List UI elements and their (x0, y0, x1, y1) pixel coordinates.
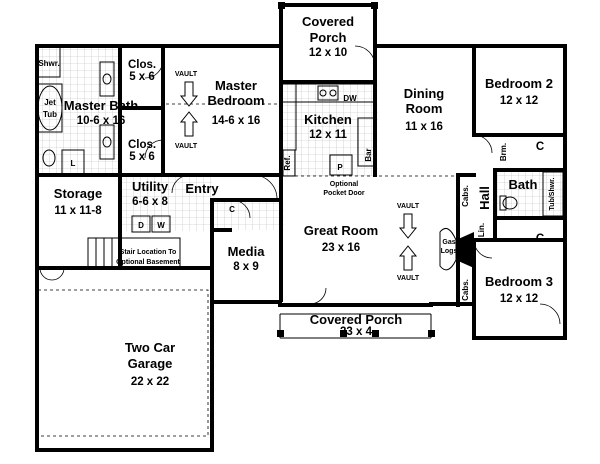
svg-text:Two Car: Two Car (125, 340, 175, 355)
svg-text:VAULT: VAULT (397, 203, 420, 210)
exterior-walls (35, 3, 567, 452)
gas-logs-label-line1: Gas (442, 239, 455, 246)
stair-note: Stair Location To Optional Basement (116, 249, 180, 266)
svg-text:12 x 12: 12 x 12 (500, 293, 538, 305)
svg-text:11 x 11-8: 11 x 11-8 (54, 205, 102, 217)
closet-top-label: Clos. 5 x 6 (128, 59, 156, 83)
svg-text:P: P (337, 163, 343, 172)
svg-text:Garage: Garage (128, 356, 173, 371)
svg-text:VAULT: VAULT (175, 71, 198, 78)
bedroom-3-closet-label: C (536, 233, 544, 245)
linen-closet-label: Lin. (477, 223, 486, 237)
svg-text:DW: DW (343, 94, 357, 103)
utility-label: Utility 6-6 x 8 D W (132, 179, 169, 230)
kitchen-counters (281, 83, 375, 177)
svg-text:Media: Media (228, 244, 266, 259)
svg-text:12 x 11: 12 x 11 (309, 129, 347, 141)
bath-fixtures (499, 171, 564, 217)
svg-text:Covered Porch: Covered Porch (310, 312, 403, 327)
laundry-appliances (131, 215, 171, 233)
svg-text:W: W (157, 221, 165, 230)
entry-label: Entry (185, 181, 219, 196)
svg-text:Master Bath: Master Bath (64, 98, 138, 113)
entry-closet-label: C (229, 205, 235, 214)
svg-text:Room: Room (406, 101, 443, 116)
svg-text:Clos.: Clos. (128, 139, 156, 151)
svg-text:22 x 22: 22 x 22 (131, 376, 169, 388)
garage-label: Two Car Garage 22 x 22 (125, 340, 175, 388)
fireplace (439, 227, 474, 271)
pocket-door-note: Optional Pocket Door (323, 181, 365, 197)
svg-text:6-6 x 8: 6-6 x 8 (132, 196, 168, 208)
closet-bottom-label: Clos. 5 x 6 (128, 139, 156, 163)
cabinets-label-bottom: Cabs. (461, 279, 470, 301)
hall-label: Hall (477, 186, 492, 210)
svg-text:Covered: Covered (302, 14, 354, 29)
tile-floors (37, 46, 562, 231)
bath-label: Bath (509, 177, 538, 192)
svg-text:Dining: Dining (404, 86, 444, 101)
svg-text:Bar: Bar (364, 148, 373, 161)
svg-text:23 x 16: 23 x 16 (322, 242, 360, 254)
svg-text:14-6 x 16: 14-6 x 16 (212, 115, 261, 127)
porch-posts (277, 2, 435, 339)
svg-text:5 x 6: 5 x 6 (129, 151, 155, 163)
svg-text:11 x 16: 11 x 16 (405, 121, 443, 133)
gas-logs-label-line2: Logs (441, 248, 458, 255)
kitchen-label: Kitchen 12 x 11 DW Ref. Bar P (283, 94, 373, 172)
svg-text:Porch: Porch (310, 30, 347, 45)
svg-text:D: D (138, 221, 144, 230)
jet-tub-label-line1: Jet (44, 98, 56, 107)
svg-text:Clos.: Clos. (128, 59, 156, 71)
garage-door-outline (37, 289, 209, 437)
bedroom-2-label: Bedroom 2 12 x 12 (485, 76, 553, 107)
master-bedroom-label: VAULT Master Bedroom 14-6 x 16 VAULT (175, 71, 265, 150)
svg-text:Optional: Optional (330, 181, 358, 188)
svg-text:Bedroom 2: Bedroom 2 (485, 76, 553, 91)
storage-label: Storage 11 x 11-8 (54, 186, 102, 217)
toilet-label: L (71, 159, 76, 168)
svg-text:Stair Location To: Stair Location To (120, 249, 177, 256)
tub-shower-label: Tub/Shwr. (549, 177, 556, 210)
svg-text:12 x 12: 12 x 12 (500, 95, 538, 107)
jet-tub-label-line2: Tub (43, 110, 57, 119)
interior-walls (35, 44, 567, 340)
dining-room-label: Dining Room 11 x 16 (404, 86, 444, 133)
svg-text:VAULT: VAULT (175, 143, 198, 150)
svg-text:Bedroom: Bedroom (207, 93, 264, 108)
svg-text:Storage: Storage (54, 186, 102, 201)
svg-text:12 x 10: 12 x 10 (309, 47, 347, 59)
great-room-label: VAULT Great Room 23 x 16 VAULT (304, 203, 420, 282)
bedroom-3-label: Bedroom 3 12 x 12 (485, 274, 553, 305)
cabinets-label-top: Cabs. (461, 185, 470, 207)
shower-label: Shwr. (38, 59, 59, 68)
vault-arrows (166, 81, 457, 271)
svg-text:Utility: Utility (132, 179, 169, 194)
basement-stairs (87, 237, 181, 269)
svg-text:Ref.: Ref. (283, 155, 292, 170)
svg-text:23 x 4: 23 x 4 (340, 326, 373, 338)
broom-closet-label: Brm. (499, 143, 508, 161)
svg-text:Master: Master (215, 78, 257, 93)
svg-text:Kitchen: Kitchen (304, 112, 352, 127)
svg-text:10-6 x 16: 10-6 x 16 (77, 115, 126, 127)
covered-porch-bottom-label: Covered Porch 23 x 4 (310, 312, 403, 338)
svg-text:Optional Basement: Optional Basement (116, 259, 180, 266)
media-label: Media 8 x 9 (228, 244, 266, 273)
svg-text:Great Room: Great Room (304, 223, 378, 238)
svg-text:8 x 9: 8 x 9 (233, 261, 259, 273)
covered-porch-top-label: Covered Porch 12 x 10 (302, 14, 354, 59)
master-bath-fixtures (37, 46, 115, 175)
svg-text:Bedroom 3: Bedroom 3 (485, 274, 553, 289)
door-swings (39, 45, 561, 325)
master-bath-label: Master Bath 10-6 x 16 (64, 98, 138, 127)
svg-text:Pocket Door: Pocket Door (323, 190, 365, 197)
bedroom-2-closet-label: C (536, 141, 544, 153)
svg-text:5 x 6: 5 x 6 (129, 71, 155, 83)
svg-text:VAULT: VAULT (397, 275, 420, 282)
